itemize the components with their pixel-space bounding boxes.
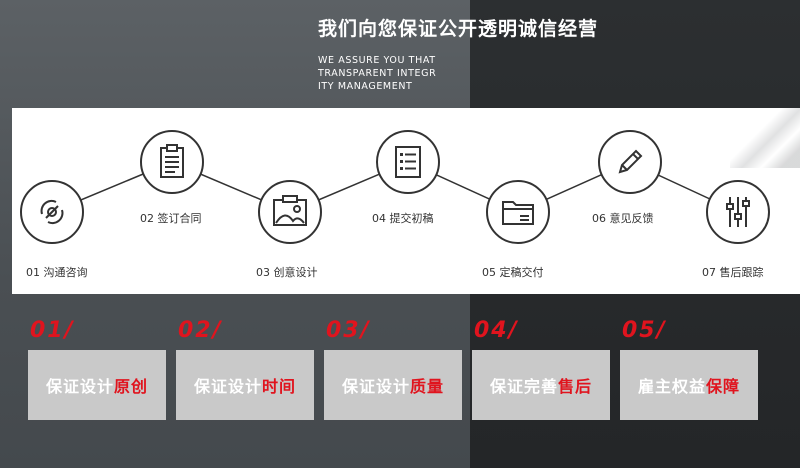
- guarantee-text: 雇主权益: [637, 377, 706, 396]
- guarantee-highlight: 售后: [558, 377, 593, 396]
- guarantee-text: 保证设计: [193, 377, 262, 396]
- guarantee-card-4: 保证完善售后: [472, 350, 610, 420]
- step-label-7: 07 售后跟踪: [702, 266, 764, 279]
- subtitle-line: WE ASSURE YOU THAT: [318, 55, 436, 66]
- step-label-2: 02 签订合同: [140, 212, 202, 225]
- sliders-icon: [726, 197, 750, 227]
- guarantee-card-3: 保证设计质量: [324, 350, 462, 420]
- process-step-5: [486, 180, 550, 244]
- landscape-image-icon: [273, 195, 307, 226]
- page-title: 我们向您保证公开透明诚信经营: [318, 18, 599, 40]
- handshake-ring-icon: [40, 199, 64, 225]
- guarantee-text: 保证完善: [489, 377, 558, 396]
- guarantee-highlight: 原创: [114, 377, 149, 396]
- guarantee-card-5: 雇主权益保障: [620, 350, 758, 420]
- subtitle-line: ITY MANAGEMENT: [318, 81, 413, 92]
- guarantee-number: 02/: [178, 318, 223, 343]
- pencil-icon: [618, 149, 643, 174]
- contract-document-icon: [160, 144, 184, 178]
- guarantee-highlight: 保障: [706, 377, 741, 396]
- guarantee-text: 保证设计: [341, 377, 410, 396]
- process-step-7: [706, 180, 770, 244]
- step-label-6: 06 意见反馈: [592, 212, 654, 225]
- process-step-1: [20, 180, 84, 244]
- guarantee-card-1: 保证设计原创: [28, 350, 166, 420]
- guarantee-text: 保证设计: [45, 377, 114, 396]
- process-step-4: [376, 130, 440, 194]
- step-label-4: 04 提交初稿: [372, 212, 434, 225]
- list-document-icon: [395, 146, 421, 178]
- guarantee-number: 04/: [474, 318, 519, 343]
- process-step-2: [140, 130, 204, 194]
- step-label-5: 05 定稿交付: [482, 266, 544, 279]
- folder-icon: [502, 201, 534, 225]
- guarantee-number: 01/: [30, 318, 75, 343]
- decorative-curl: [730, 108, 800, 168]
- page-subtitle: WE ASSURE YOU THAT TRANSPARENT INTEGR IT…: [318, 54, 436, 93]
- process-step-3: [258, 180, 322, 244]
- subtitle-line: TRANSPARENT INTEGR: [318, 68, 437, 79]
- step-label-1: 01 沟通咨询: [26, 266, 88, 279]
- guarantee-number: 05/: [622, 318, 667, 343]
- guarantee-card-2: 保证设计时间: [176, 350, 314, 420]
- guarantee-number: 03/: [326, 318, 371, 343]
- step-label-3: 03 创意设计: [256, 266, 318, 279]
- guarantee-highlight: 质量: [410, 377, 445, 396]
- process-step-6: [598, 130, 662, 194]
- guarantee-highlight: 时间: [262, 377, 297, 396]
